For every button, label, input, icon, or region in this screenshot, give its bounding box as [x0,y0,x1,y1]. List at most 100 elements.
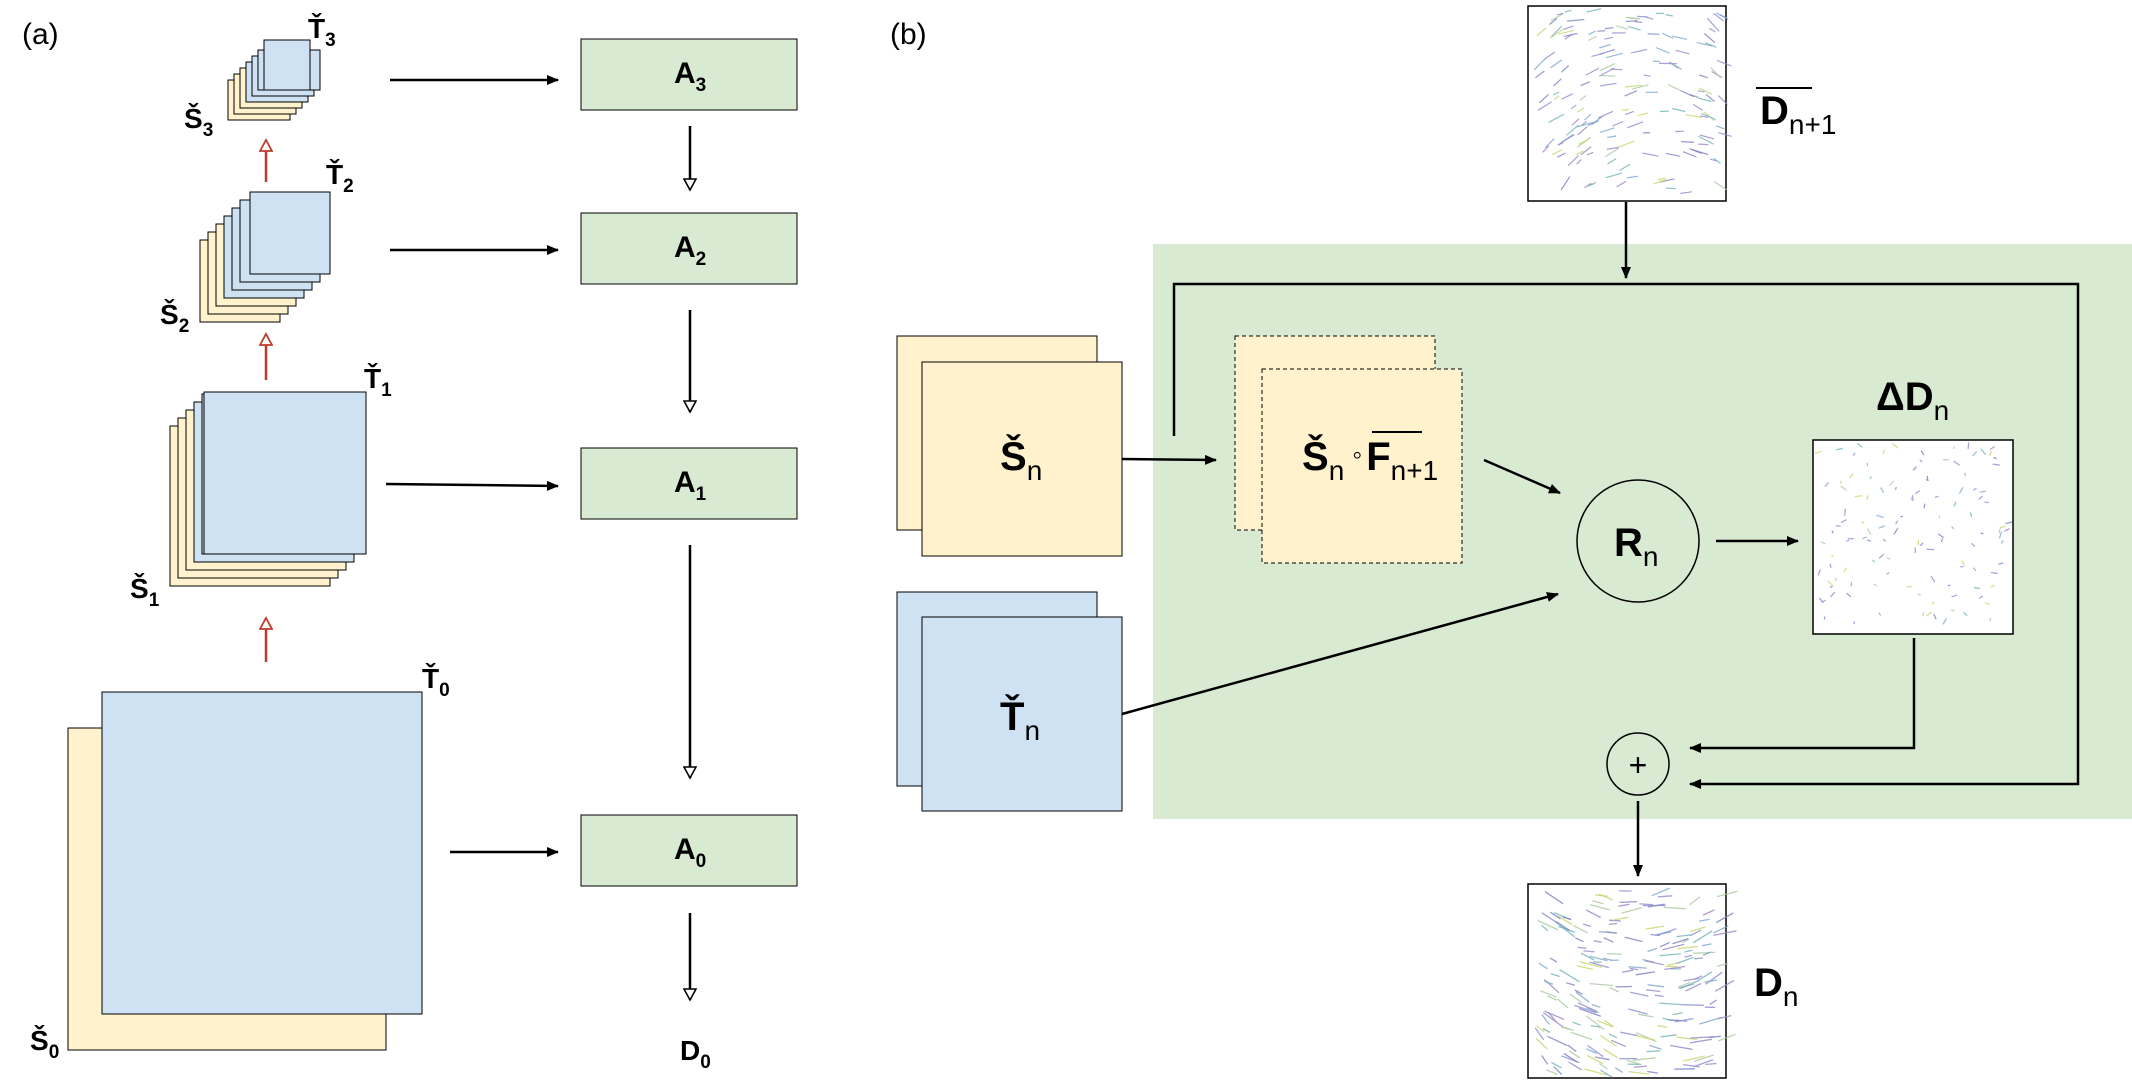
field-vector [1568,1061,1582,1071]
field-vector [1709,27,1716,33]
arrow-source-to-warp [1121,454,1217,465]
field-vector [1634,21,1643,23]
field-vector [1537,101,1553,111]
field-vector [1602,957,1613,961]
field-vector [1645,16,1654,20]
stack-0-source-label: Š0 [30,1024,59,1063]
field-vector [1969,512,1973,518]
field-vector [1584,182,1592,189]
field-vector [1591,1003,1601,1008]
field-vector [1697,90,1705,93]
field-vector [1716,59,1732,67]
field-vector [1560,1025,1570,1031]
field-vector [1912,466,1917,471]
field-vector [1713,930,1737,937]
field-vector [1652,60,1660,63]
field-vector [1872,559,1876,563]
field-vector [1934,495,1939,498]
field-vector [1544,1010,1565,1020]
output-field-image [1527,883,1738,1079]
field-vector [1998,528,2001,534]
field-vector [1587,1044,1604,1058]
source-stack-n: Šn [896,335,1123,557]
field-vector [1713,925,1729,934]
field-vector [1894,486,1897,491]
field-vector [1709,999,1717,1006]
field-vector [1574,989,1583,995]
field-vector [1964,472,1967,476]
field-vector [1672,35,1688,40]
field-vector [1588,182,1596,187]
field-vector [1552,149,1563,156]
refiner-node: Rn [1576,479,1700,603]
field-vector [1698,87,1713,95]
field-vector [1604,1020,1615,1028]
field-vector [1689,926,1706,933]
pyramid-level-1 [169,391,367,587]
field-vector [1647,947,1658,953]
field-vector [1683,1055,1705,1062]
field-vector [1589,961,1610,969]
field-vector [1566,18,1585,22]
svg-text:+: + [1629,747,1648,783]
field-vector [1552,91,1560,96]
field-vector [1713,157,1721,164]
field-vector [1829,563,1832,568]
field-vector [1926,611,1932,617]
field-vector [1646,989,1661,993]
field-vector [1923,503,1926,509]
field-vector [1950,609,1955,612]
field-vector [1989,450,1993,457]
field-vector [1694,957,1704,960]
field-vector [1556,998,1569,1009]
field-vector [1922,612,1925,617]
field-vector [1676,956,1694,965]
field-vector [1583,923,1591,928]
field-vector [1657,895,1673,898]
field-vector [1662,943,1685,951]
field-vector [1698,143,1709,146]
field-vector [1861,520,1865,524]
field-vector [1699,134,1715,140]
field-vector [1705,93,1715,103]
field-vector [1692,103,1704,111]
field-vector [1628,25,1641,31]
field-vector [1846,592,1852,598]
field-vector [1622,969,1634,973]
field-vector [1886,572,1890,575]
sum-node: + [1606,732,1670,796]
field-vector [1588,30,1597,36]
field-vector [1718,1033,1736,1042]
arrow-target-to-refiner [1121,592,1559,716]
field-vector [1589,982,1614,987]
field-vector [1600,1069,1613,1078]
field-vector [1990,571,1998,575]
field-vector [1967,442,1970,449]
field-vector [1866,495,1869,500]
field-vector [1575,150,1584,156]
field-vector [1576,107,1585,113]
field-vector [1549,27,1565,39]
field-vector [1624,90,1638,97]
block-a3: A3 [580,38,798,111]
field-vector [1693,930,1713,944]
field-vector [1827,580,1834,587]
field-vector [1840,485,1848,491]
field-vector [1683,1063,1700,1068]
field-vector [1600,82,1617,87]
target-stack-n: Ťn [896,591,1123,812]
field-vector [1576,121,1594,128]
field-vector [1689,929,1702,937]
field-vector [1717,95,1728,106]
field-vector [1705,971,1723,985]
field-vector [1607,158,1617,165]
field-vector [1998,562,2004,565]
warped-source-stack: Šn◦Fn+1 [1234,335,1463,564]
field-vector [1598,930,1618,934]
field-vector [1873,583,1878,587]
field-vector [1704,42,1717,48]
block-a2: A2 [580,212,798,285]
arrow-to-a1 [385,480,559,491]
field-vector [1540,924,1549,932]
field-vector [1980,532,1984,535]
